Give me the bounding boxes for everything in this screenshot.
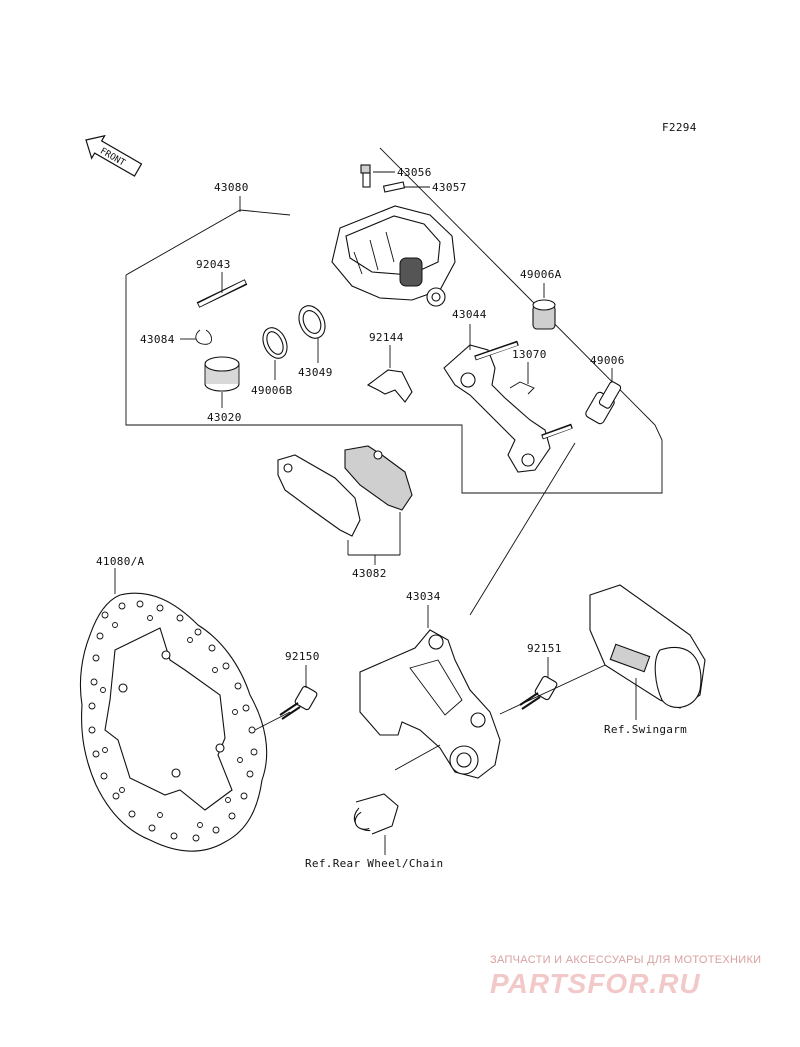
- label-49006A: 49006A: [520, 268, 562, 281]
- caliper-pin: [196, 272, 248, 308]
- ref-swingarm: Ref.Swingarm: [604, 723, 687, 736]
- front-arrow-icon: FRONT: [85, 134, 143, 177]
- caliper-assembly-frame: [125, 275, 663, 494]
- label-43020: 43020: [207, 411, 242, 424]
- watermark-logo: PARTSFOR.RU: [490, 968, 701, 999]
- bracket-clip: [509, 362, 535, 395]
- pad-spring: [366, 345, 413, 403]
- caliper-piston: [204, 356, 240, 408]
- dust-seal: [298, 305, 326, 363]
- wheel-collar: [353, 793, 399, 855]
- label-43082: 43082: [352, 567, 387, 580]
- bleeder-cap: [382, 181, 430, 193]
- caliper-frame-right: [379, 147, 656, 426]
- caliper-bracket: [443, 324, 573, 473]
- label-92151: 92151: [527, 642, 562, 655]
- label-43056: 43056: [397, 166, 432, 179]
- label-49006: 49006: [590, 354, 625, 367]
- brake-disc: [79, 568, 268, 852]
- label-43049: 43049: [298, 366, 333, 379]
- pin-clip: [180, 329, 213, 345]
- label-43057: 43057: [432, 181, 467, 194]
- label-41080A: 41080/A: [96, 555, 145, 568]
- label-49006B: 49006B: [251, 384, 293, 397]
- watermark-tagline: ЗАПЧАСТИ И АКСЕССУАРЫ ДЛЯ МОТОТЕХНИКИ: [490, 954, 761, 966]
- disc-bolt: [254, 665, 318, 731]
- rubber-boot: [532, 283, 556, 330]
- ref-rear-wheel-chain: Ref.Rear Wheel/Chain: [305, 857, 443, 870]
- brake-pads: [277, 445, 413, 565]
- bleeder-valve: [360, 164, 395, 188]
- label-13070: 13070: [512, 348, 547, 361]
- holder-bolt: [499, 657, 617, 715]
- label-92144: 92144: [369, 331, 404, 344]
- label-43080: 43080: [214, 181, 249, 194]
- brake-caliper-body: [331, 205, 456, 307]
- bracket-sleeve: [585, 368, 622, 425]
- swingarm: [589, 584, 706, 720]
- leader-bracket-assembly: [469, 442, 576, 616]
- label-43084: 43084: [140, 333, 175, 346]
- figure-code: F2294: [662, 121, 697, 134]
- label-92150: 92150: [285, 650, 320, 663]
- label-43034: 43034: [406, 590, 441, 603]
- label-43044: 43044: [452, 308, 487, 321]
- label-92043: 92043: [196, 258, 231, 271]
- caliper-holder: [359, 605, 501, 779]
- piston-seal: [262, 327, 288, 380]
